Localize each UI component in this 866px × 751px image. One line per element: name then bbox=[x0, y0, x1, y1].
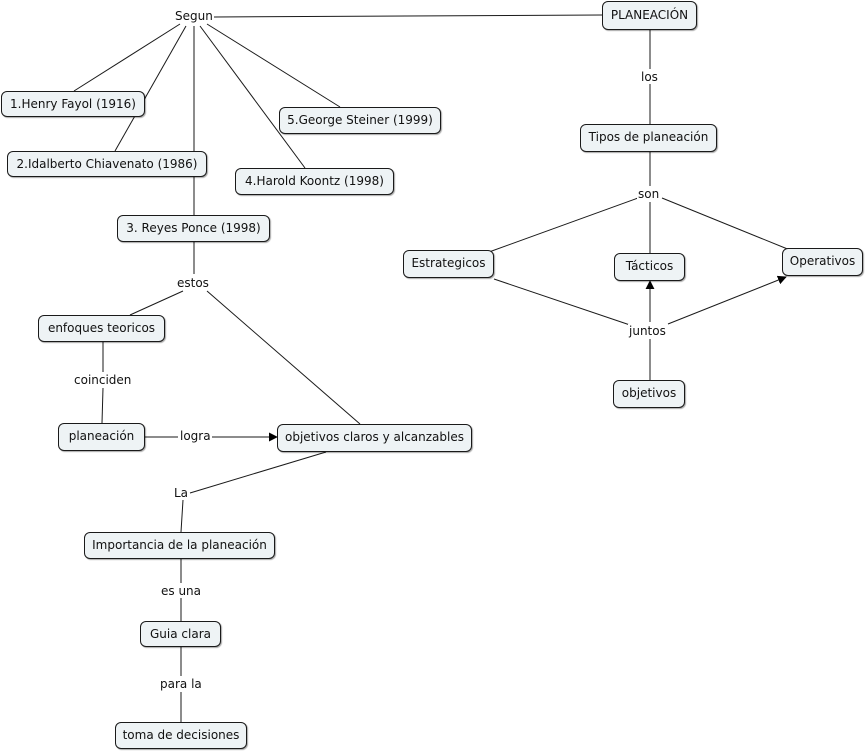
node-toma-decisiones[interactable]: toma de decisiones bbox=[115, 722, 247, 749]
node-importancia-planeacion[interactable]: Importancia de la planeación bbox=[84, 532, 275, 559]
line-la-importancia bbox=[180, 499, 184, 533]
node-harold-koontz[interactable]: 4.Harold Koontz (1998) bbox=[235, 168, 394, 195]
node-tacticos[interactable]: Tácticos bbox=[614, 253, 685, 281]
node-tipos-planeacion[interactable]: Tipos de planeación bbox=[580, 124, 717, 152]
link-label-son: son bbox=[637, 187, 661, 201]
node-estrategicos[interactable]: Estrategicos bbox=[403, 250, 494, 278]
link-label-es-una: es una bbox=[160, 584, 203, 598]
node-henry-fayol[interactable]: 1.Henry Fayol (1916) bbox=[1, 91, 145, 117]
node-objetivos[interactable]: objetivos bbox=[613, 380, 685, 408]
link-label-coinciden: coinciden bbox=[73, 373, 133, 387]
node-enfoques-teoricos[interactable]: enfoques teoricos bbox=[38, 315, 165, 342]
node-idalberto-chiavenato[interactable]: 2.Idalberto Chiavenato (1986) bbox=[7, 151, 207, 177]
node-guia-clara[interactable]: Guia clara bbox=[140, 621, 221, 647]
link-label-estos: estos bbox=[176, 276, 210, 290]
line-estos-objetivos bbox=[206, 290, 361, 425]
link-label-segun: Segun bbox=[174, 9, 214, 23]
line-juntos-operativos bbox=[667, 275, 787, 325]
node-george-steiner[interactable]: 5.George Steiner (1999) bbox=[279, 107, 441, 134]
line-objetivos-la bbox=[189, 451, 327, 494]
line-son-operativos bbox=[661, 197, 791, 251]
line-segun-fayol bbox=[73, 23, 181, 92]
line-segun-planeacion bbox=[213, 14, 603, 18]
link-label-para-la: para la bbox=[159, 677, 203, 691]
line-estrategicos-juntos bbox=[493, 278, 631, 326]
line-estos-enfoques bbox=[129, 290, 184, 316]
link-label-logra: logra bbox=[179, 429, 212, 443]
node-planeacion[interactable]: planeación bbox=[58, 423, 145, 451]
line-coinciden-planeacion bbox=[101, 387, 104, 424]
link-label-la: La bbox=[173, 486, 190, 500]
line-segun-chiavenato bbox=[114, 25, 187, 152]
link-label-juntos: juntos bbox=[628, 324, 667, 338]
line-son-estrategicos bbox=[488, 197, 639, 253]
link-label-los: los bbox=[640, 70, 659, 84]
line-segun-steiner bbox=[206, 23, 341, 108]
node-reyes-ponce[interactable]: 3. Reyes Ponce (1998) bbox=[117, 215, 270, 242]
node-objetivos-claros[interactable]: objetivos claros y alcanzables bbox=[277, 424, 472, 452]
line-segun-koontz bbox=[199, 25, 306, 169]
node-operativos[interactable]: Operativos bbox=[782, 248, 863, 276]
node-planeacion-root[interactable]: PLANEACIÓN bbox=[602, 1, 697, 30]
